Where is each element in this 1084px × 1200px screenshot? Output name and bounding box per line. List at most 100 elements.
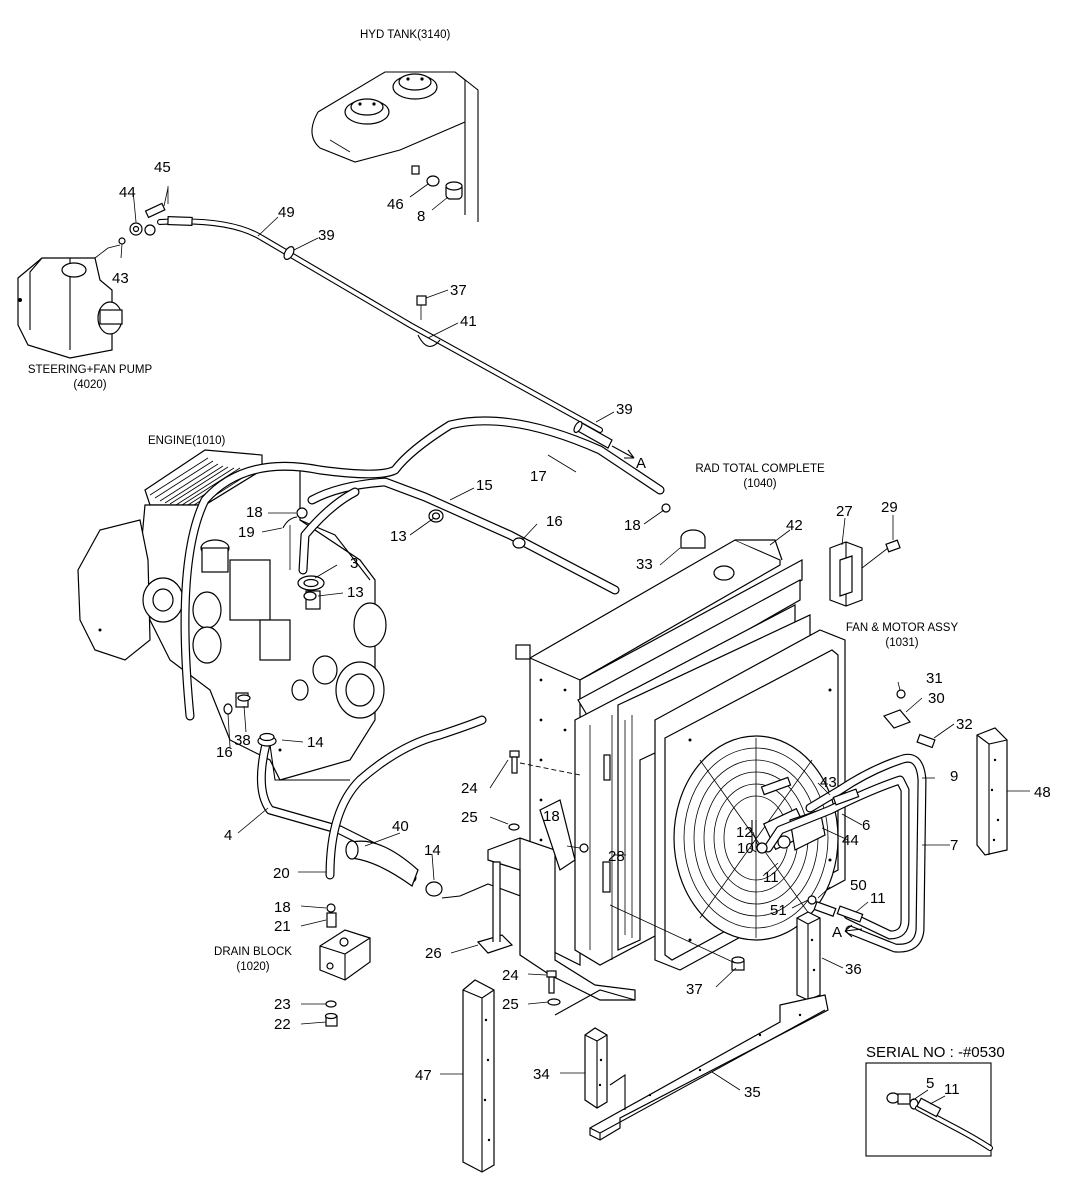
drain-block-code-label: (1020) [236,961,269,973]
fan-motor-code-label: (1031) [885,637,918,649]
leader-lines [120,186,1030,1105]
callout-18-drain: 18 [274,899,291,916]
foam-pad-48 [976,727,1008,856]
pump-code-label: (4020) [73,379,106,391]
hose-17 [180,416,665,721]
callout-30: 30 [928,690,945,707]
callout-34: 34 [533,1066,550,1083]
rad-total-code-label: (1040) [743,478,776,490]
drain-block-label: DRAIN BLOCK [214,946,292,958]
callout-42: 42 [786,517,803,534]
engine-label: ENGINE(1010) [148,435,226,447]
arrow-a-bottom-label: A [832,924,842,941]
drain-block [319,903,371,1027]
hyd-tank-label: HYD TANK(3140) [360,29,450,41]
callout-32: 32 [956,716,973,733]
callout-20: 20 [273,865,290,882]
rad-total-label: RAD TOTAL COMPLETE [695,463,825,475]
engine [77,449,387,781]
callout-11-motor: 11 [763,869,779,886]
fittings-43-44-45 [118,187,169,245]
callout-13-top: 13 [390,528,407,545]
foam-pad-35 [589,994,829,1141]
callout-49: 49 [278,204,295,221]
callout-25-bottom: 25 [502,996,519,1013]
bracket-27 [829,539,901,607]
foam-pad-47 [462,979,495,1173]
arrow-a-top-label: A [636,455,646,472]
callout-22: 22 [274,1016,291,1033]
callout-31: 31 [926,670,943,687]
callout-4: 4 [224,827,232,844]
callout-11-serial: 11 [944,1081,960,1098]
hyd-tank [311,71,479,222]
callout-numbers: 45 44 43 49 39 46 8 37 41 39 17 15 16 18… [112,159,1051,1101]
clamp-41-bolt-37 [416,295,441,347]
serial-no-label: SERIAL NO : -#0530 [866,1044,1005,1061]
callout-36: 36 [845,961,862,978]
callout-48: 48 [1034,784,1051,801]
callout-35: 35 [744,1084,761,1101]
callout-24-bottom: 24 [502,967,519,984]
callout-16-top: 16 [546,513,563,530]
callout-50: 50 [850,877,867,894]
callout-25-top: 25 [461,809,478,826]
callout-43: 43 [112,270,129,287]
hoses-9-7 [751,753,927,953]
callout-18-engine: 18 [246,504,263,521]
callout-12: 12 [736,824,753,841]
steering-fan-pump [17,244,123,359]
callout-44: 44 [119,184,136,201]
foam-pad-34 [584,1027,608,1109]
callout-38: 38 [234,732,251,749]
callout-43-fan: 43 [820,774,837,791]
foam-pad-36 [796,911,821,1001]
callout-51: 51 [770,902,787,919]
fan-motor-label: FAN & MOTOR ASSY [846,622,959,634]
callout-8: 8 [417,208,425,225]
callout-21: 21 [274,918,291,935]
callout-41: 41 [460,313,477,330]
callout-18-rad: 18 [543,808,560,825]
callout-28: 28 [608,848,625,865]
callout-10: 10 [737,840,754,857]
callout-7: 7 [950,837,958,854]
callout-9: 9 [950,768,958,785]
callout-45: 45 [154,159,171,176]
fittings-16-38 [223,692,251,715]
callout-39-top: 39 [318,227,335,244]
fittings-30-31-32 [882,689,936,749]
pressure-line-49 [157,215,635,459]
callout-37-bottom: 37 [686,981,703,998]
mount-bracket [476,750,745,1016]
callout-17: 17 [530,468,547,485]
callout-40: 40 [392,818,409,835]
callout-27: 27 [836,503,853,520]
pump-label: STEERING+FAN PUMP [28,364,153,376]
callout-11-fitting: 11 [870,890,886,907]
callout-13-engine: 13 [347,584,364,601]
callout-39-mid: 39 [616,401,633,418]
plug-46-8 [409,165,463,211]
callout-47: 47 [415,1067,432,1084]
dashed-mount-line [519,762,581,776]
callout-26: 26 [425,945,442,962]
callout-29: 29 [881,499,898,516]
callout-24-top: 24 [461,780,478,797]
callout-37-top: 37 [450,282,467,299]
callout-33: 33 [636,556,653,573]
hose-15 [298,477,620,595]
callout-6: 6 [862,817,870,834]
callout-14-lower: 14 [424,842,441,859]
callout-5: 5 [926,1075,934,1092]
callout-46: 46 [387,196,404,213]
callout-18-top: 18 [624,517,641,534]
callout-44-fan: 44 [842,832,859,849]
callout-19: 19 [238,524,255,541]
lower-hoses [256,715,546,906]
serial-inset [865,1062,993,1157]
callout-15: 15 [476,477,493,494]
callout-23: 23 [274,996,291,1013]
callout-3: 3 [350,555,358,572]
